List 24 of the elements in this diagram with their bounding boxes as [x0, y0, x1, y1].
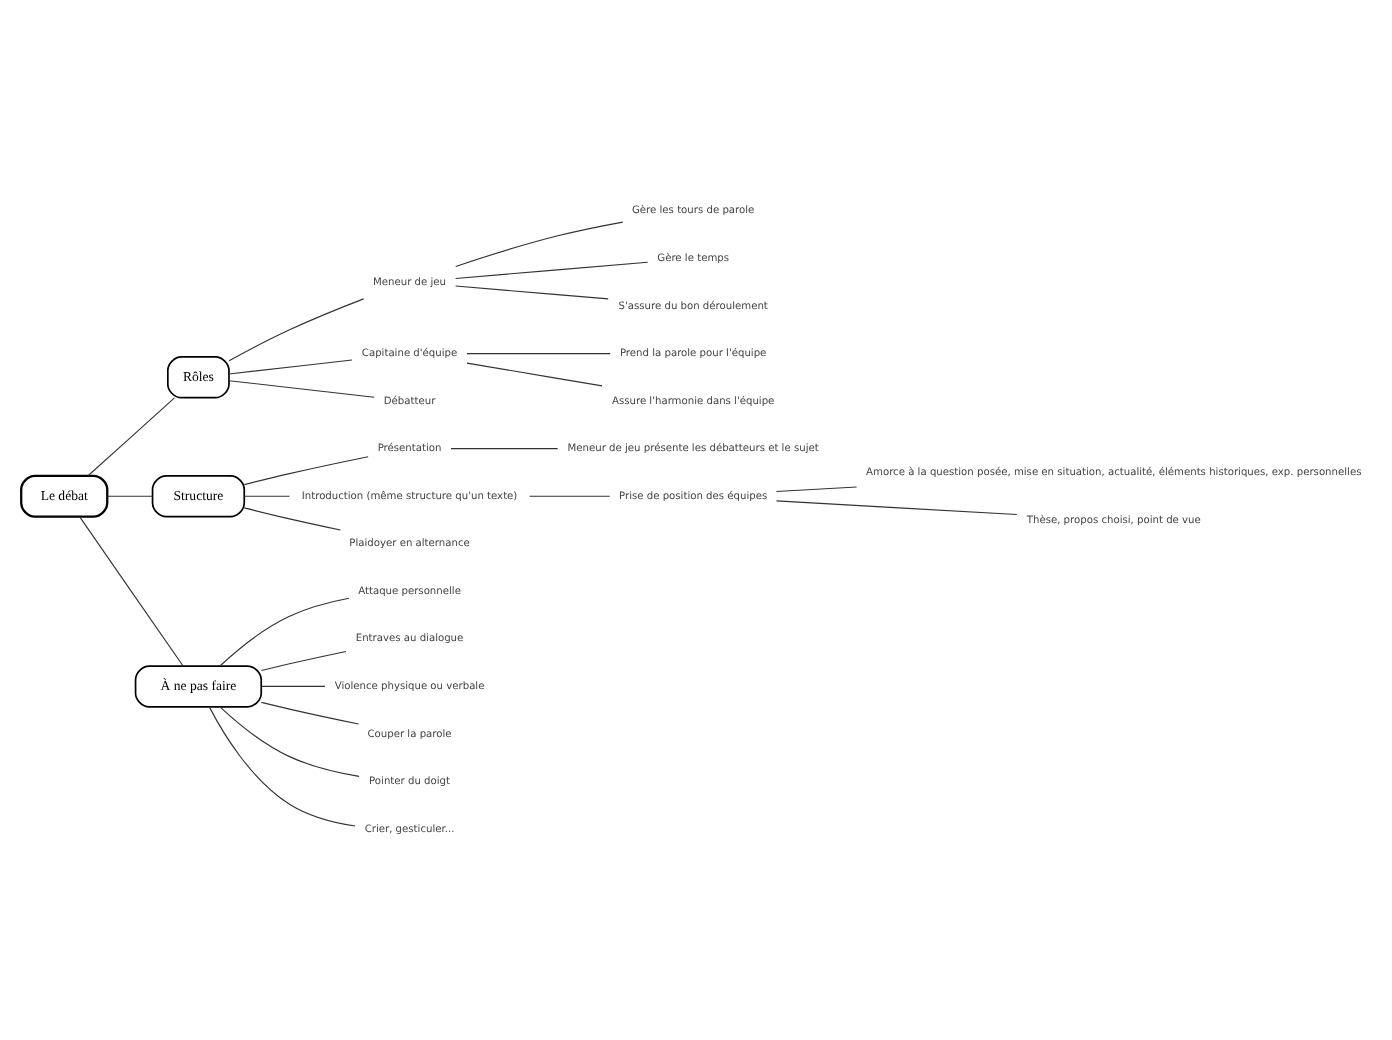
- connector: [455, 285, 609, 300]
- connector: [243, 495, 291, 497]
- connector: [228, 380, 375, 398]
- connector: [208, 706, 356, 827]
- connector: [79, 516, 184, 667]
- connector: [455, 221, 624, 268]
- connector: [529, 495, 611, 497]
- connector: [260, 701, 360, 725]
- connector: [450, 448, 559, 450]
- connector: [243, 507, 341, 531]
- connector: [466, 353, 611, 355]
- connector: [775, 486, 858, 493]
- connector: [243, 456, 369, 486]
- connector: [466, 362, 603, 387]
- connector: [261, 685, 326, 687]
- connector: [106, 495, 153, 497]
- connector: [228, 298, 365, 362]
- connector: [219, 706, 360, 777]
- connector: [260, 650, 347, 672]
- connector: [87, 397, 175, 477]
- connector: [219, 597, 350, 667]
- connector: [455, 261, 649, 279]
- connector: [775, 500, 1018, 516]
- connector: [228, 359, 353, 375]
